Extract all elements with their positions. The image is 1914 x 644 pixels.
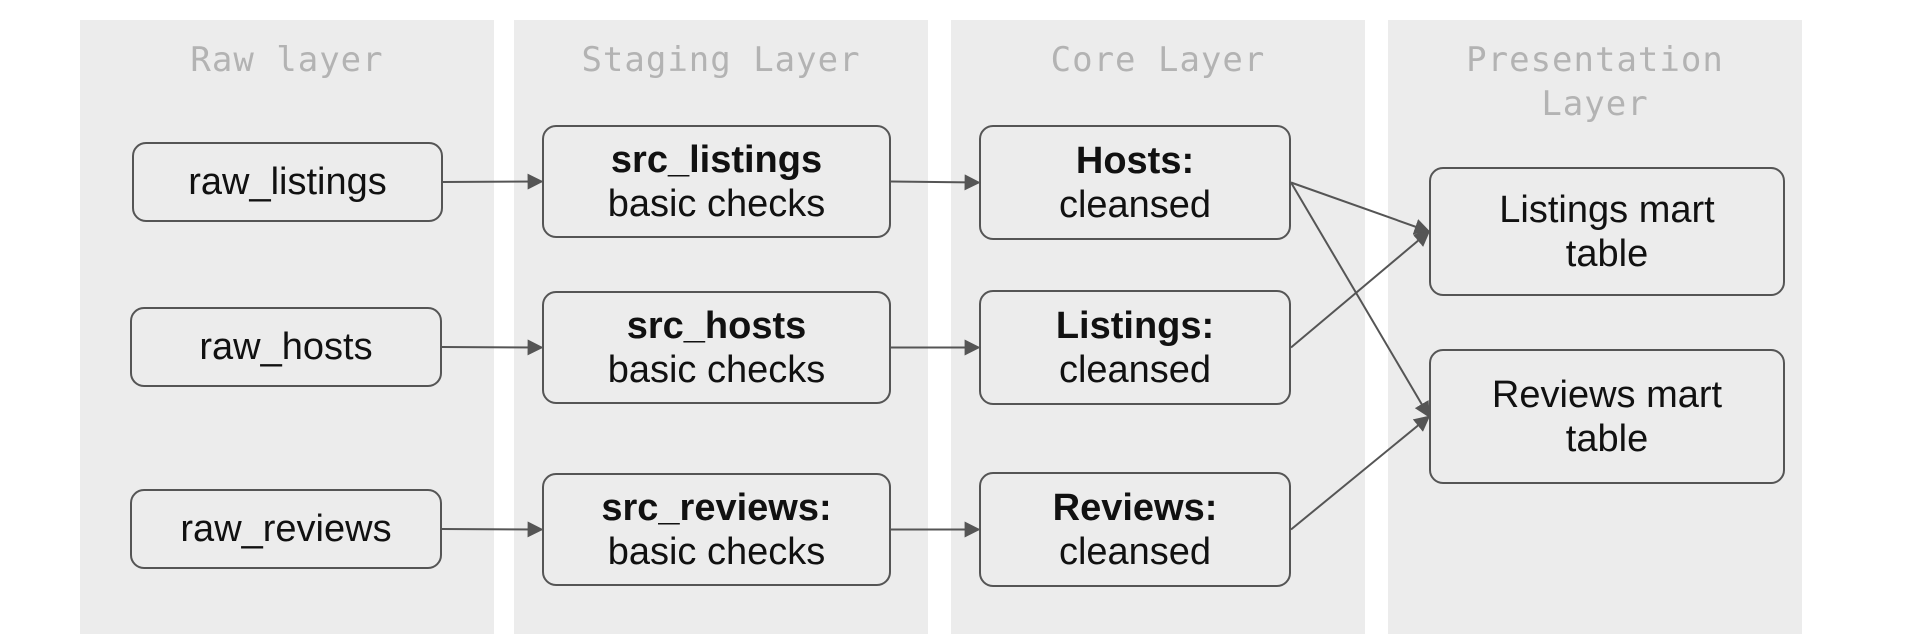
node-reviews-cleansed[interactable]: Reviews: cleansed	[979, 472, 1291, 587]
node-title: Hosts:	[1075, 139, 1195, 182]
node-hosts-cleansed[interactable]: Hosts: cleansed	[979, 125, 1291, 240]
node-subtitle: basic checks	[607, 348, 826, 391]
node-label: raw_listings	[188, 161, 387, 203]
node-listings-mart[interactable]: Listings mart table	[1429, 167, 1785, 296]
node-src-hosts[interactable]: src_hosts basic checks	[542, 291, 891, 404]
node-listings-cleansed[interactable]: Listings: cleansed	[979, 290, 1291, 405]
node-label: raw_hosts	[199, 326, 373, 368]
lane-title-presentation: Presentation Layer	[1466, 40, 1724, 124]
node-label: Reviews mart	[1491, 373, 1723, 416]
node-src-listings[interactable]: src_listings basic checks	[542, 125, 891, 238]
node-subtitle: cleansed	[1058, 348, 1212, 391]
node-subtitle: cleansed	[1058, 530, 1212, 573]
node-src-reviews[interactable]: src_reviews: basic checks	[542, 473, 891, 586]
node-subtitle: basic checks	[607, 530, 826, 573]
lane-title-core: Core Layer	[1050, 40, 1266, 80]
lane-presentation: Presentation Layer	[1388, 20, 1802, 634]
node-label: Listings mart	[1499, 188, 1715, 231]
lane-title-staging: Staging Layer	[581, 40, 861, 80]
node-raw-reviews[interactable]: raw_reviews	[130, 489, 442, 569]
node-title: Reviews:	[1052, 486, 1218, 529]
node-label-line2: table	[1565, 232, 1649, 275]
node-raw-hosts[interactable]: raw_hosts	[130, 307, 442, 387]
node-title: src_listings	[610, 138, 823, 181]
node-raw-listings[interactable]: raw_listings	[132, 142, 443, 222]
node-title: src_reviews:	[601, 486, 832, 529]
lane-title-raw: Raw layer	[190, 40, 384, 80]
node-label: raw_reviews	[180, 508, 392, 550]
node-subtitle: cleansed	[1058, 183, 1212, 226]
node-title: Listings:	[1055, 304, 1215, 347]
node-reviews-mart[interactable]: Reviews mart table	[1429, 349, 1785, 484]
node-title: src_hosts	[626, 304, 807, 347]
node-subtitle: basic checks	[607, 182, 826, 225]
node-label-line2: table	[1565, 417, 1649, 460]
